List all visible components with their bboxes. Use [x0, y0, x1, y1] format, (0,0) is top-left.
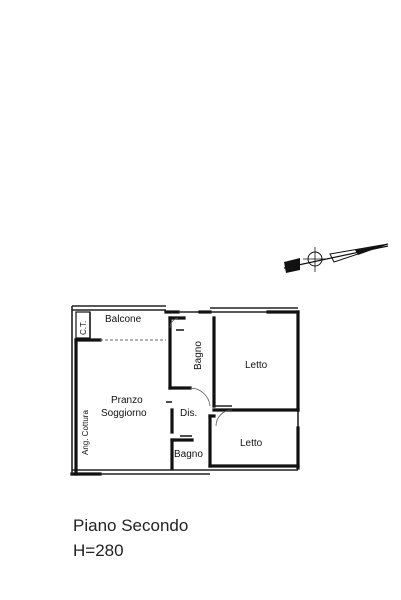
interior-walls: [166, 316, 300, 470]
room-label-dis: Dis.: [180, 408, 197, 419]
outer-walls: [70, 305, 300, 476]
room-label-ang-cottura: Ang. Cottura: [81, 410, 90, 455]
height-caption: H=280: [73, 541, 124, 560]
room-label-bagno-top: Bagno: [193, 341, 204, 370]
balcony-area: [74, 311, 166, 342]
room-label-letto-bottom: Letto: [240, 438, 263, 449]
room-label-letto-top: Letto: [245, 360, 268, 371]
north-arrow-compass-icon: [283, 243, 389, 273]
room-label-balcone: Balcone: [105, 314, 142, 325]
room-label-ct: C.T.: [79, 321, 88, 335]
room-label-bagno-bottom: Bagno: [174, 449, 203, 460]
room-label-soggiorno: Soggiorno: [101, 408, 147, 419]
room-label-pranzo: Pranzo: [111, 395, 143, 406]
floor-caption: Piano Secondo: [73, 516, 189, 535]
